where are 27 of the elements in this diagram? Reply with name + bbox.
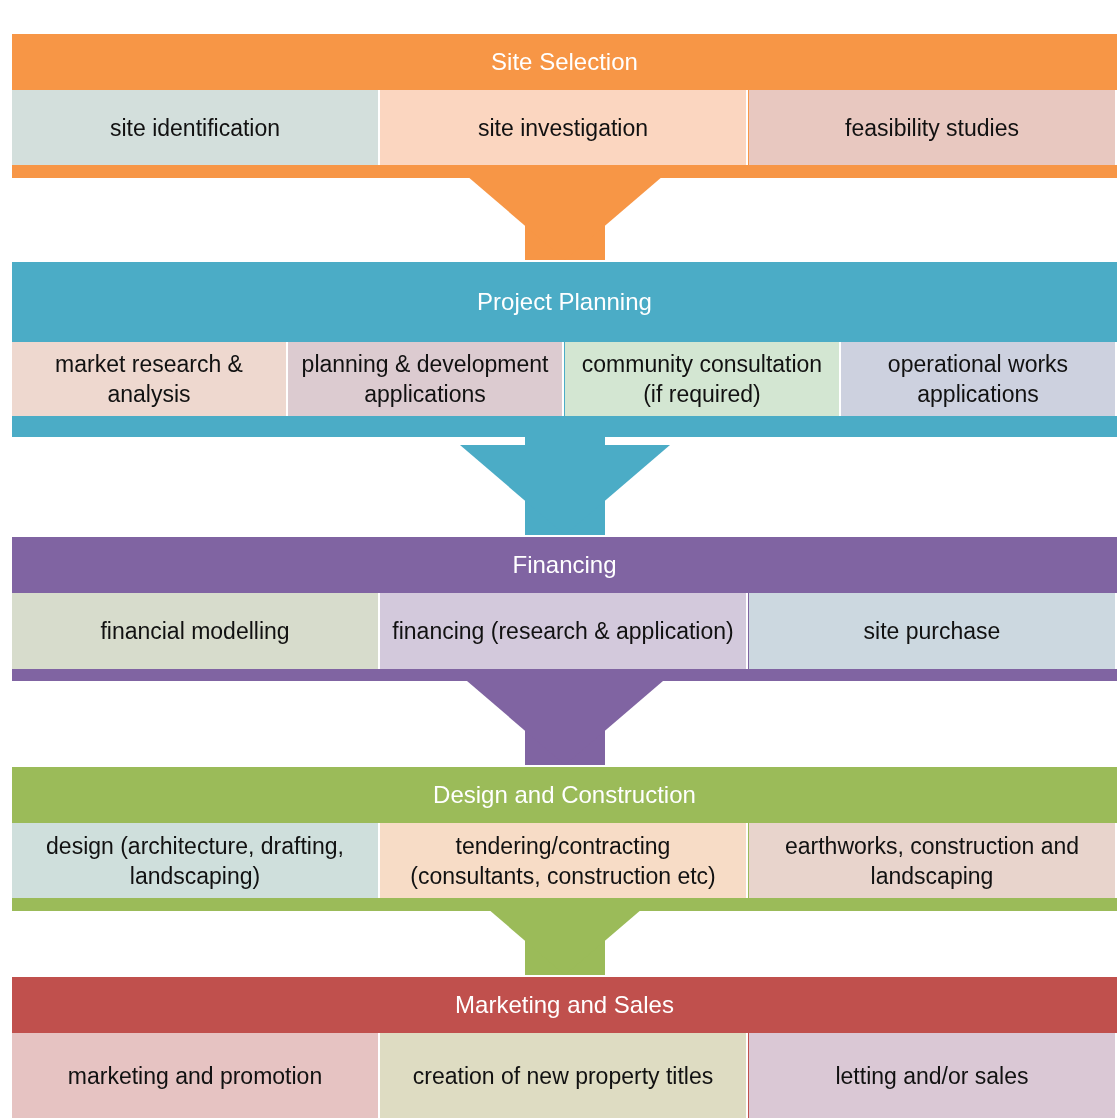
- task-box: community consultation (if required): [565, 342, 841, 416]
- task-box: earthworks, construction and landscaping: [749, 823, 1117, 898]
- task-box: financing (research & application): [380, 593, 748, 669]
- task-box: financial modelling: [12, 593, 380, 669]
- task-box: site investigation: [380, 90, 748, 165]
- task-box: creation of new property titles: [380, 1033, 748, 1118]
- stage-band: [12, 537, 1117, 681]
- stage-title: Project Planning: [476, 288, 653, 316]
- task-box: market research & analysis: [12, 342, 288, 416]
- stage-band: [12, 767, 1117, 911]
- task-box: design (architecture, drafting, landscaping): [12, 823, 380, 898]
- stage-title: Site Selection: [490, 48, 639, 76]
- stage-title: Financing: [511, 551, 618, 579]
- task-box: marketing and promotion: [12, 1033, 380, 1118]
- task-box: tendering/contracting (consultants, construction etc): [380, 823, 748, 898]
- task-box: letting and/or sales: [749, 1033, 1117, 1118]
- task-box: feasibility studies: [749, 90, 1117, 165]
- stage-band: [12, 262, 1117, 437]
- task-box: site purchase: [749, 593, 1117, 669]
- task-box: site identification: [12, 90, 380, 165]
- stage-band: [12, 977, 1117, 1118]
- stage-title: Marketing and Sales: [454, 991, 675, 1019]
- stage-band: [12, 34, 1117, 178]
- arrow: [460, 437, 670, 535]
- task-box: planning & development applications: [288, 342, 564, 416]
- task-box: operational works applications: [841, 342, 1117, 416]
- stage-title: Design and Construction: [432, 781, 697, 809]
